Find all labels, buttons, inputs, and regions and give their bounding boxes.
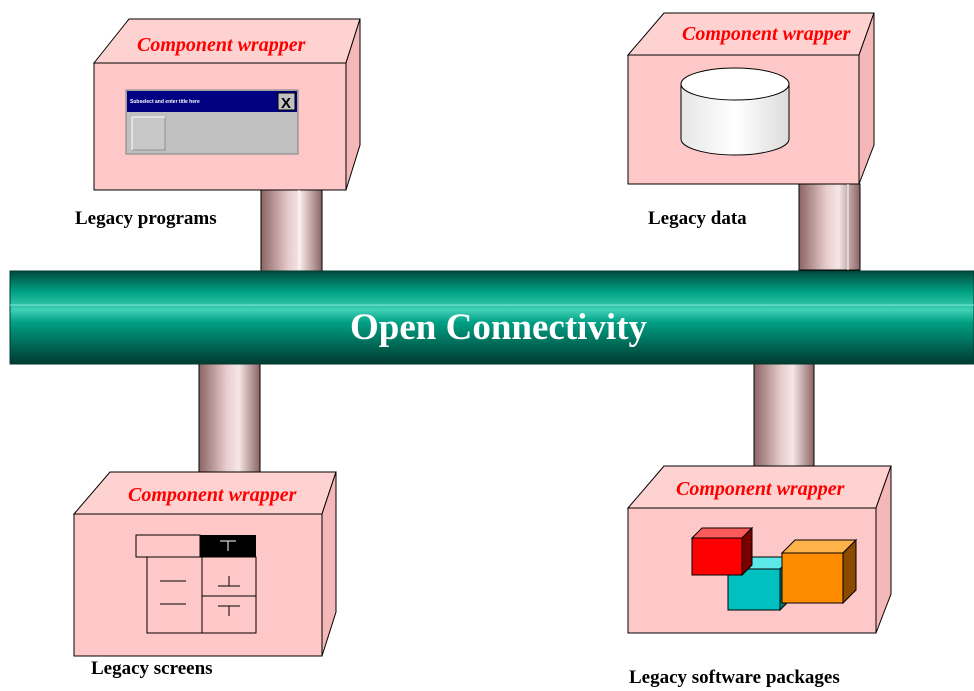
wrapper-title: Component wrapper [676,478,845,500]
wrapper-legacy-programs: Component wrapper Subselect and enter ti… [92,18,361,191]
window-close-button [277,92,296,111]
screen-form-icon [135,534,257,634]
connector-pipe-packages [753,363,815,471]
wrapper-title: Component wrapper [137,34,306,56]
window-title-text: Subselect and enter title here [130,99,200,105]
software-cubes-icon [690,526,858,612]
connector-pipe-data [798,183,861,271]
connector-pipe-screens [198,363,261,473]
wrapper-legacy-data: Component wrapper [626,12,875,185]
caption-legacy-programs: Legacy programs [75,208,217,229]
bus-label: Open Connectivity [350,307,648,348]
caption-legacy-data: Legacy data [648,208,747,229]
window-panel [131,116,166,151]
database-icon [680,67,790,156]
connector-pipe-programs [260,189,323,273]
wrapper-title: Component wrapper [682,23,851,45]
wrapper-legacy-screens: Component wrapper [72,471,337,657]
window-icon: Subselect and enter title here X [125,89,299,155]
window-close-glyph: X [281,95,291,112]
wrapper-legacy-packages: Component wrapper [626,465,892,634]
caption-legacy-packages: Legacy software packages [629,667,840,688]
wrapper-title: Component wrapper [128,484,297,506]
open-connectivity-bus: Open Connectivity [9,270,974,365]
caption-legacy-screens: Legacy screens [91,658,213,679]
